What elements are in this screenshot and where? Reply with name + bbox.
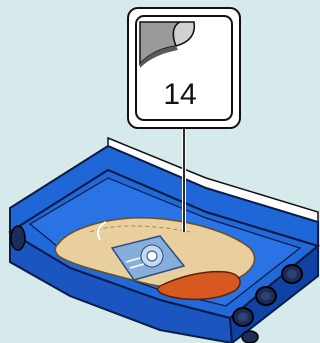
step-number: 14: [150, 76, 210, 114]
